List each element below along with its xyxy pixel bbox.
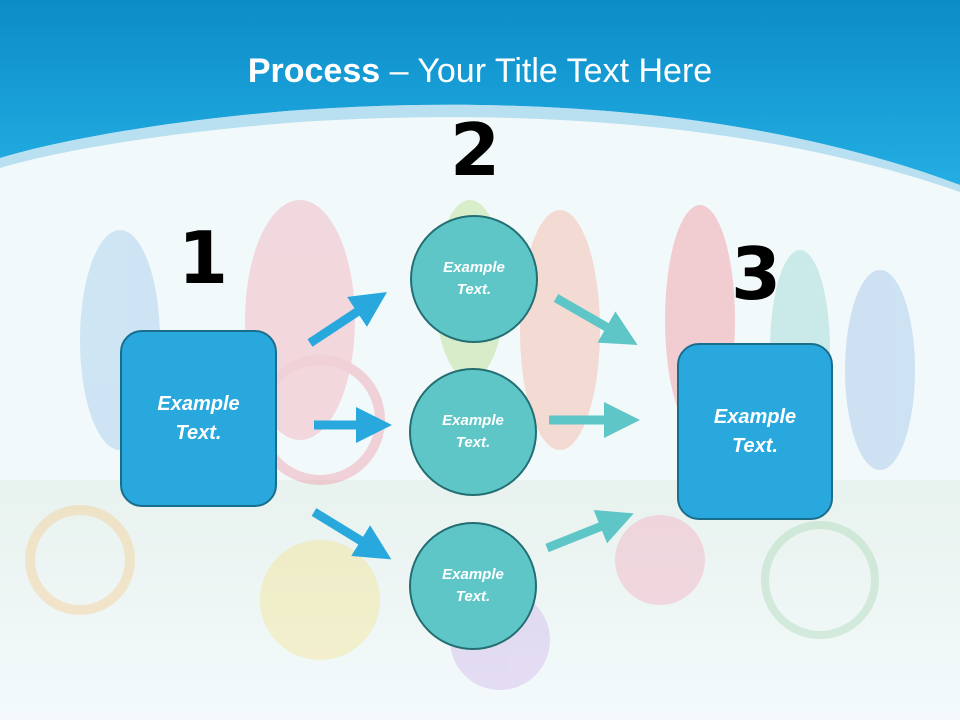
title-bold: Process bbox=[247, 52, 381, 90]
circle-bottom-line2: Text. bbox=[455, 588, 491, 605]
step-number-2: 2 bbox=[450, 108, 501, 192]
circle-middle-line1: Example bbox=[442, 411, 504, 429]
step-3-text-line1: Example bbox=[713, 405, 797, 428]
step-1-text-line2: Text. bbox=[175, 421, 222, 444]
circle-top-line2: Text. bbox=[456, 281, 492, 298]
arrow-top-to-3 bbox=[553, 294, 638, 345]
arrow-1-to-bottom bbox=[311, 508, 392, 560]
circle-bottom-line1: Example bbox=[442, 565, 504, 583]
title-rest: – Your Title Text Here bbox=[380, 52, 713, 90]
step-number-1: 1 bbox=[178, 216, 229, 300]
slide-title: Process – Your Title Text Here bbox=[0, 52, 960, 91]
step-number-3: 3 bbox=[731, 232, 782, 316]
step-1-text-line1: Example bbox=[157, 392, 240, 415]
step-3-text-line2: Text. bbox=[732, 434, 778, 457]
arrow-bottom-to-3 bbox=[545, 509, 634, 553]
circle-middle-line2: Text. bbox=[455, 434, 491, 451]
circle-top-line1: Example bbox=[443, 258, 505, 276]
arrow-1-to-top bbox=[307, 292, 388, 347]
